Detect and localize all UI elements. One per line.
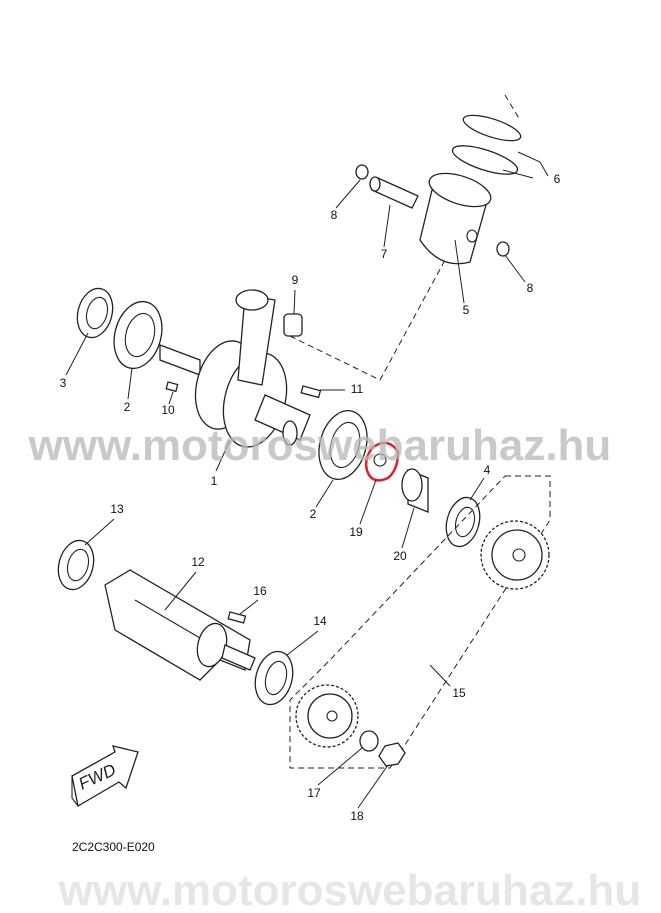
callout-15: 15 (452, 686, 466, 700)
callout-3: 3 (60, 376, 67, 390)
callout-10: 10 (161, 403, 175, 417)
callout-13: 13 (110, 502, 124, 516)
spacer-20 (401, 468, 429, 513)
callout-11: 11 (351, 382, 364, 396)
piston-rings (451, 94, 522, 175)
callout-17: 17 (307, 786, 321, 800)
part-19-highlight (364, 441, 400, 482)
watermark-shadow: www.motoroswebaruhaz.hu (58, 866, 642, 913)
callout-18: 18 (350, 809, 364, 823)
key-16 (227, 611, 247, 624)
oil-seal-13 (57, 539, 95, 591)
callout-8-right: 8 (527, 281, 534, 295)
diagram-code: 2C2C300-E020 (72, 840, 155, 854)
nut-18 (378, 742, 406, 767)
callout-9: 9 (292, 273, 299, 287)
callout-4: 4 (484, 463, 491, 477)
callout-12: 12 (191, 555, 205, 569)
callout-2-left: 2 (124, 400, 131, 414)
needle-bearing (283, 313, 303, 337)
key-11 (300, 385, 322, 399)
piston-pin (355, 164, 510, 257)
callout-2-right: 2 (310, 507, 317, 521)
balancer-shaft-12 (104, 569, 256, 681)
callout-16: 16 (253, 584, 267, 598)
key-10 (165, 381, 179, 393)
gear-small (295, 684, 359, 748)
callout-5: 5 (463, 303, 470, 317)
oil-seal-4 (445, 496, 481, 548)
bearing-2-right (318, 410, 368, 480)
washer-17 (359, 730, 379, 752)
crankshaft (159, 289, 311, 448)
watermark: www.motoroswebaruhaz.hu (28, 421, 612, 470)
bearing-2-left (113, 300, 163, 370)
callout-14: 14 (313, 614, 327, 628)
callout-7: 7 (381, 247, 388, 261)
gear-large (480, 520, 550, 590)
callout-19: 19 (349, 525, 363, 539)
leader-lines (65, 151, 549, 809)
fwd-arrow: FWD (71, 745, 139, 808)
piston (419, 172, 492, 265)
callout-6: 6 (554, 172, 561, 186)
callout-20: 20 (393, 549, 407, 563)
oil-seal-3 (76, 287, 114, 339)
callout-8-left: 8 (331, 208, 338, 222)
bearing-14 (254, 650, 294, 706)
gear-set-outline (289, 475, 551, 769)
callout-1: 1 (211, 474, 218, 488)
